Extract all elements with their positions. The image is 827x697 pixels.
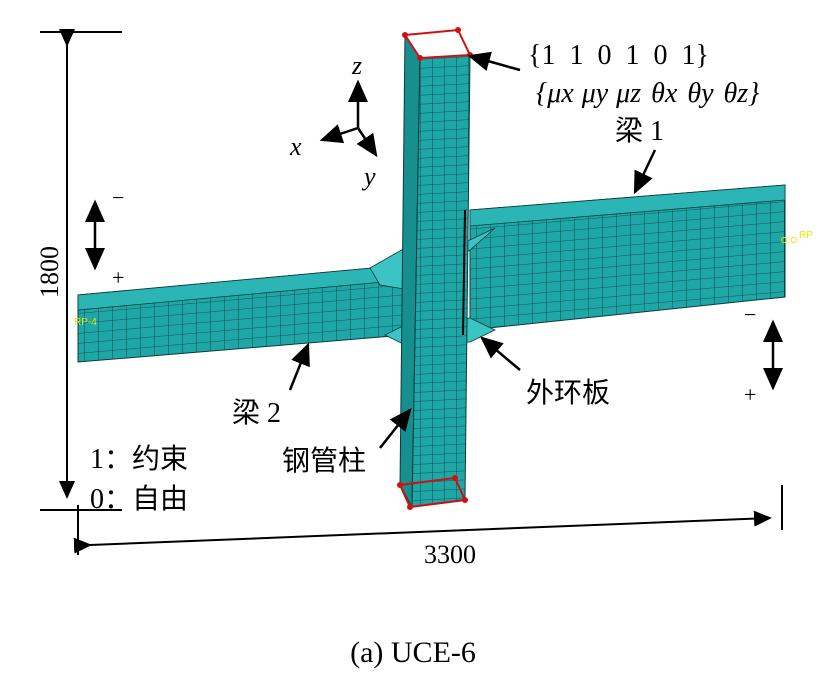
width-label: 3300	[424, 540, 476, 569]
dof-uz: μz	[615, 78, 641, 109]
leader-arrows	[85, 51, 783, 449]
coordinate-axes	[319, 79, 378, 158]
dof-thz: θz	[724, 78, 749, 109]
width-dimension	[73, 485, 783, 555]
y-axis-label: y	[361, 162, 376, 191]
figure-caption: (a) UCE-6	[350, 636, 476, 669]
right-load-plus: +	[744, 382, 756, 407]
dof-ux: μx	[546, 78, 574, 109]
beam-1-label: 梁 1	[615, 115, 664, 147]
column-label: 钢管柱	[282, 445, 366, 477]
reference-point-left: RP-4	[74, 317, 97, 328]
reference-point-right: RP	[781, 230, 813, 243]
beam-2-label: 梁 2	[232, 397, 281, 429]
beam-2	[77, 264, 406, 363]
left-load-minus: −	[112, 185, 124, 210]
ring-plate-label: 外环板	[526, 377, 610, 409]
height-dimension	[40, 29, 122, 511]
right-load-minus: −	[744, 302, 756, 327]
column-bottom-boundary	[397, 475, 468, 510]
legend-constrained: 1：约束	[90, 443, 188, 475]
x-axis-label: x	[289, 132, 302, 161]
z-axis-label: z	[351, 51, 362, 80]
height-label: 1800	[35, 246, 64, 298]
steel-tube-column	[399, 33, 471, 509]
dof-thx: θx	[651, 78, 678, 109]
dof-thy: θy	[687, 78, 714, 109]
constraint-values: {1 1 0 1 0 1}	[528, 40, 709, 71]
left-load-plus: +	[112, 265, 124, 290]
dof-uy: μy	[581, 78, 609, 109]
legend-free: 0：自由	[90, 483, 188, 515]
svg-text:RP: RP	[799, 230, 813, 241]
beam-1	[469, 184, 786, 331]
